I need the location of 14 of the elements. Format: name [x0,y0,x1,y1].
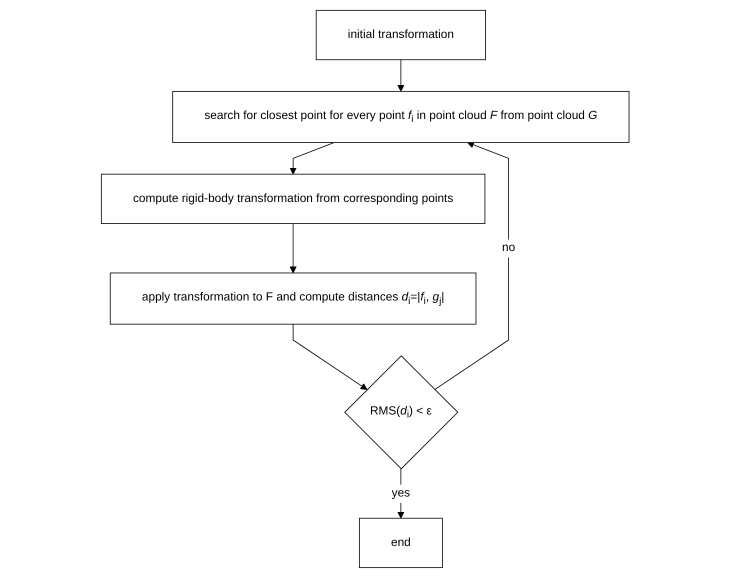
arrow [434,142,509,390]
arrow [289,223,296,274]
arrow [292,324,368,390]
arrow [397,468,404,519]
arrow [397,59,404,92]
node-box: initial transformation [316,10,486,60]
node-box: apply transformation to F and compute distances d$_{i}$=|f$_{i}$, g$_{j}$| [110,272,476,325]
node-box: search for closest point for every point f$_{i}$ in point cloud F from point cloud G [172,90,630,143]
arrow [289,142,334,174]
edge-label: yes [391,486,410,500]
node-diamond: RMS(d$_{i}$) < ε [344,355,458,470]
node-box: end [358,518,443,568]
node-box: compute rigid-body transformation from corresponding points [100,174,486,224]
edge-label: no [502,240,516,254]
